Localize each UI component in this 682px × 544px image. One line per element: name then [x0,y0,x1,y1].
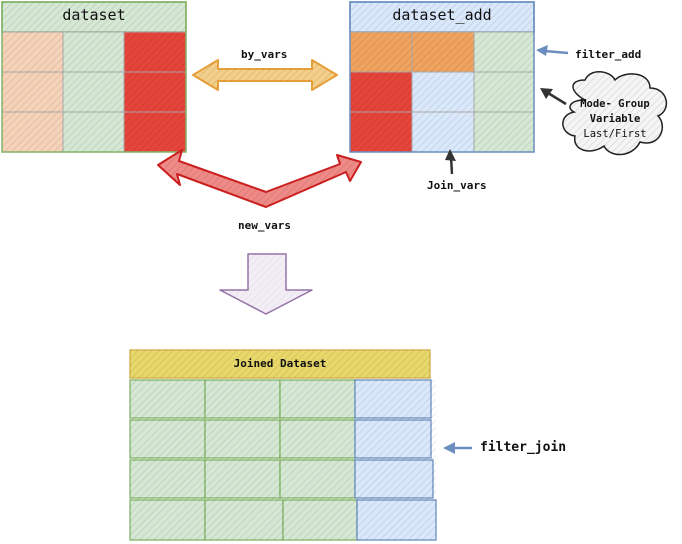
dataset-add-table [349,1,535,153]
dataset-cells [1,31,187,153]
cloud-line-2: Variable [589,113,641,125]
by-vars-label: by_vars [241,48,288,61]
join-vars-label: Join_vars [427,179,487,192]
cloud-pointer-arrow [540,88,567,106]
dataset-add-cells [349,31,535,153]
mode-cloud-text: Mode- Group Variable Last/First [570,97,660,142]
join-vars-arrow [445,149,456,175]
filter-join-label: filter_join [480,440,567,455]
cloud-line-3: Last/First [583,128,647,140]
dataset-add-title: dataset_add [392,6,492,24]
joined-title: Joined Dataset [233,357,327,370]
joined-table [129,349,437,541]
cloud-line-1: Mode- Group [580,98,650,110]
filter-join-arrow [443,442,472,454]
filter-add-label: filter_add [575,48,642,61]
new-vars-label: new_vars [238,219,291,232]
dataset-title: dataset [62,6,126,24]
filter-add-arrow [536,45,569,56]
joined-cells [129,379,437,541]
dataset-table [1,1,187,153]
